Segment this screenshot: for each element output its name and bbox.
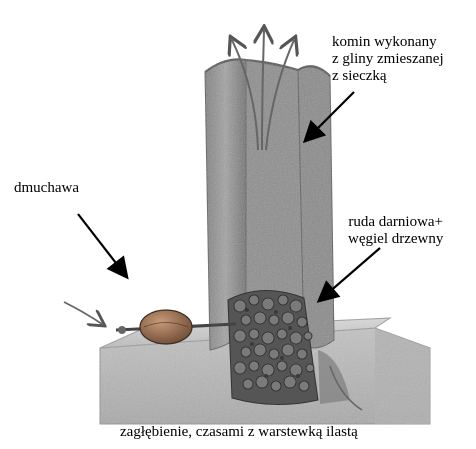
chimney-label-line-2: z gliny zmieszanej: [332, 51, 444, 68]
ore-label: ruda darniowa+ węgiel drzewny: [348, 214, 443, 248]
air-flow-icon: [64, 302, 102, 324]
hollow-label: zagłębienie, czasami z warstewką ilastą: [120, 424, 358, 441]
chimney-label-line-1: komin wykonany: [332, 34, 444, 51]
ore-label-line-1: ruda darniowa+: [348, 214, 443, 231]
chimney-label-line-3: z sieczką: [332, 68, 444, 85]
ore-label-line-2: węgiel drzewny: [348, 231, 443, 248]
bellows-label: dmuchawa: [14, 180, 79, 197]
chimney-label: komin wykonany z gliny zmieszanej z siec…: [332, 34, 444, 85]
ore-charcoal-icon: [228, 290, 318, 404]
